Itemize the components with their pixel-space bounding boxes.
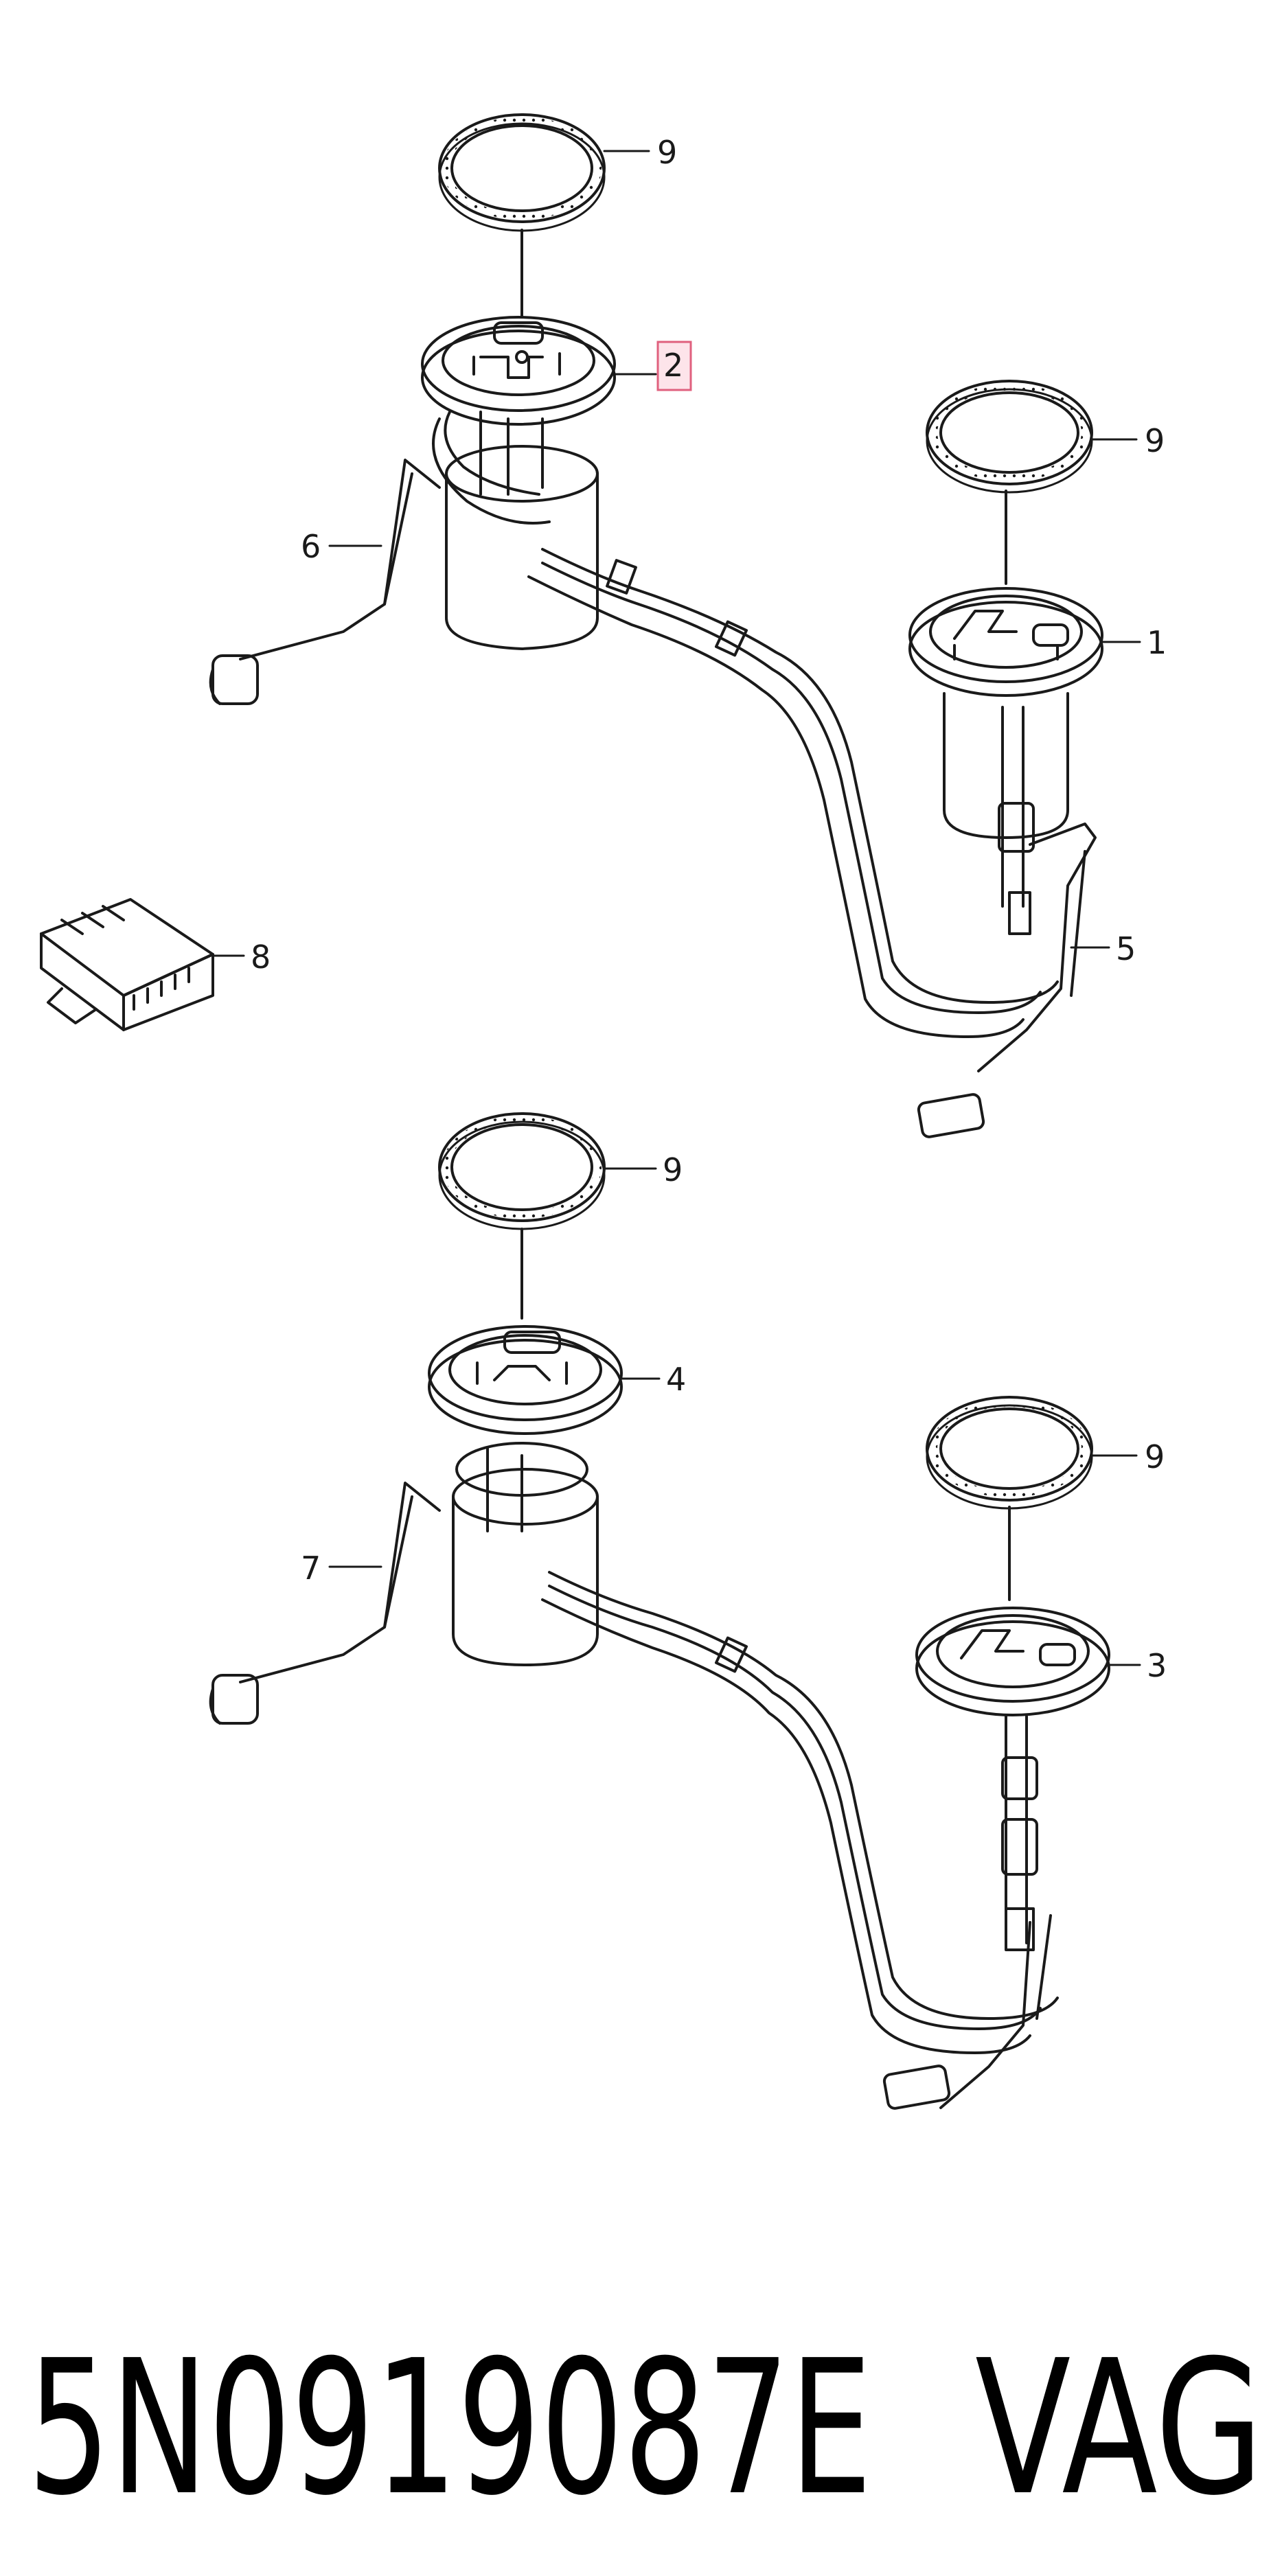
callout-9-bottom-right[interactable]: 9 <box>1145 1438 1165 1475</box>
level-sender-5 <box>917 823 1097 1138</box>
pump-body-bottom-right <box>1001 1715 1038 1951</box>
seal-ring-top-left <box>438 113 606 232</box>
seal-ring-top-right <box>926 380 1093 494</box>
level-sender-7 <box>209 1482 441 1725</box>
callout-5[interactable]: 5 <box>1116 930 1136 967</box>
level-sender-3 <box>882 1914 1052 2110</box>
seal-ring-bottom-right <box>926 1396 1093 1510</box>
control-unit-8 <box>40 898 214 1031</box>
callout-9-bottom-left[interactable]: 9 <box>663 1151 683 1188</box>
pump-body-top-left <box>432 411 599 650</box>
seal-ring-bottom-left <box>438 1112 606 1230</box>
leader-lines <box>211 150 1141 1666</box>
part-number: 5N0919087E <box>27 2320 872 2536</box>
fuel-line-top <box>527 548 1059 1038</box>
pump-flange-4 <box>428 1325 623 1435</box>
callout-9-top-left[interactable]: 9 <box>657 134 677 171</box>
callout-8[interactable]: 8 <box>251 939 271 976</box>
pump-flange-2 <box>421 316 616 426</box>
callout-2[interactable]: 2 <box>663 347 683 384</box>
callout-6[interactable]: 6 <box>301 528 321 565</box>
callout-9-top-right[interactable]: 9 <box>1145 422 1165 459</box>
callout-3[interactable]: 3 <box>1147 1647 1167 1684</box>
level-sender-6 <box>209 459 441 705</box>
callout-1[interactable]: 1 <box>1147 624 1167 661</box>
pump-body-top-right <box>943 692 1069 935</box>
fuel-line-bottom <box>541 1571 1059 2054</box>
callout-2-highlight <box>656 341 692 391</box>
brand-label: VAG <box>975 2320 1263 2536</box>
pump-body-bottom-left <box>452 1442 599 1666</box>
pump-flange-3 <box>915 1607 1110 1716</box>
pump-flange-1 <box>908 587 1103 697</box>
callout-4[interactable]: 4 <box>666 1361 686 1398</box>
callout-7[interactable]: 7 <box>301 1550 321 1587</box>
